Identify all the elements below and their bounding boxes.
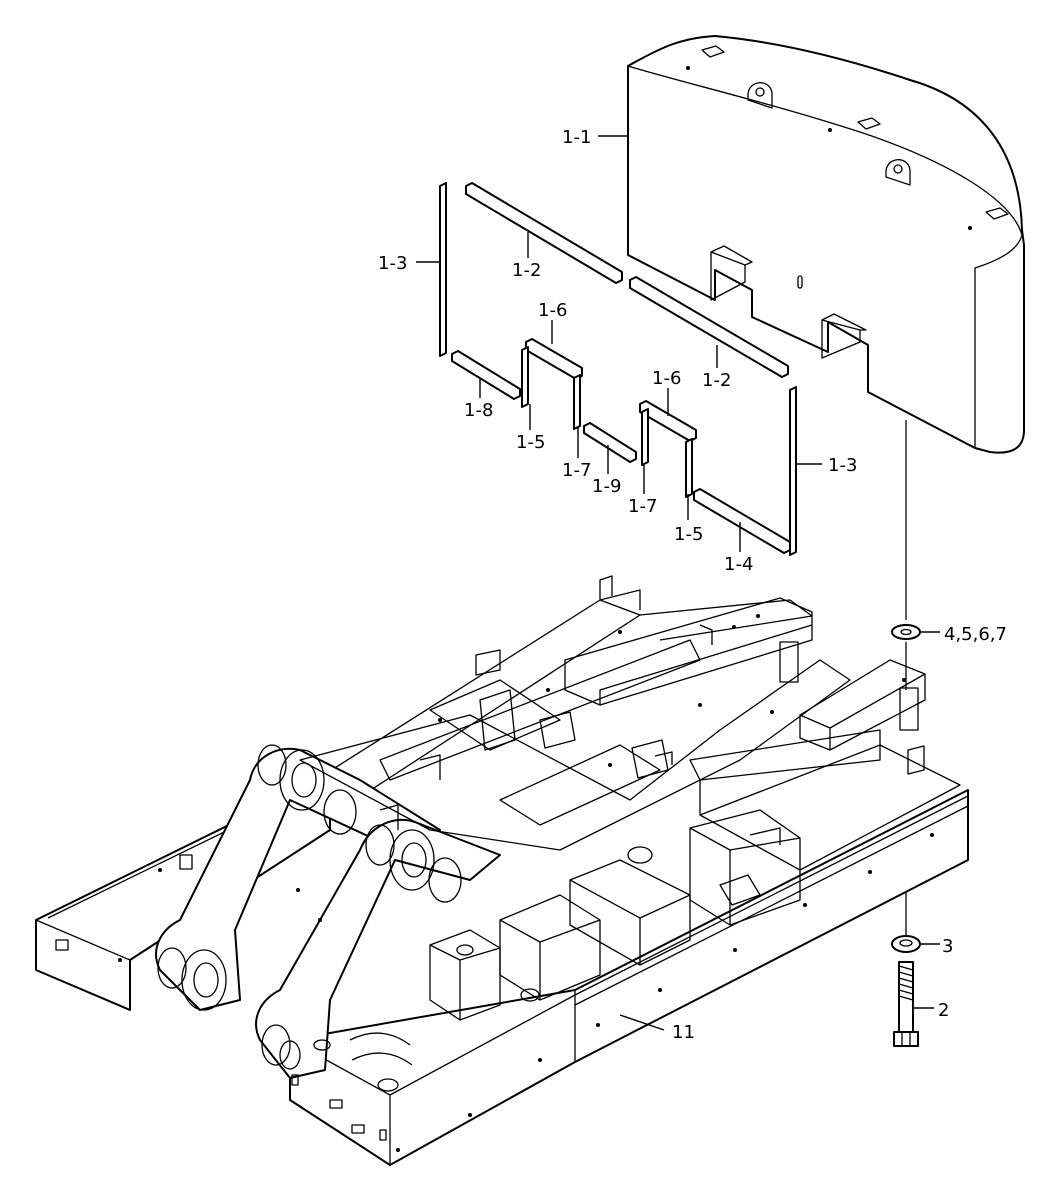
label-3: 3 bbox=[942, 936, 953, 957]
label-1-5-left: 1-5 bbox=[516, 432, 545, 453]
shim-plates bbox=[439, 182, 797, 556]
label-1-3-right: 1-3 bbox=[828, 455, 857, 476]
counterweight-part-1-1 bbox=[627, 35, 1025, 454]
label-1-1: 1-1 bbox=[562, 127, 591, 148]
label-1-5-right: 1-5 bbox=[674, 524, 703, 545]
label-1-3-left: 1-3 bbox=[378, 253, 407, 274]
label-11: 11 bbox=[672, 1022, 695, 1043]
label-1-7-left: 1-7 bbox=[562, 460, 591, 481]
label-1-4: 1-4 bbox=[724, 554, 753, 575]
upper-frame-part-11 bbox=[35, 575, 969, 1166]
label-1-6-right: 1-6 bbox=[652, 368, 681, 389]
label-1-7-right: 1-7 bbox=[628, 496, 657, 517]
label-1-8: 1-8 bbox=[464, 400, 493, 421]
label-1-9: 1-9 bbox=[592, 476, 621, 497]
leader-lines bbox=[416, 135, 940, 1031]
label-4-5-6-7: 4,5,6,7 bbox=[944, 624, 1007, 645]
mounting-hardware bbox=[891, 420, 921, 1047]
label-1-2-lower: 1-2 bbox=[702, 370, 731, 391]
label-1-6-left: 1-6 bbox=[538, 300, 567, 321]
callout-labels: 1-1 1-2 1-2 1-3 1-3 1-4 1-5 1-5 1-6 1-6 … bbox=[378, 127, 1007, 1043]
label-1-2-upper: 1-2 bbox=[512, 260, 541, 281]
label-2: 2 bbox=[938, 1000, 949, 1021]
